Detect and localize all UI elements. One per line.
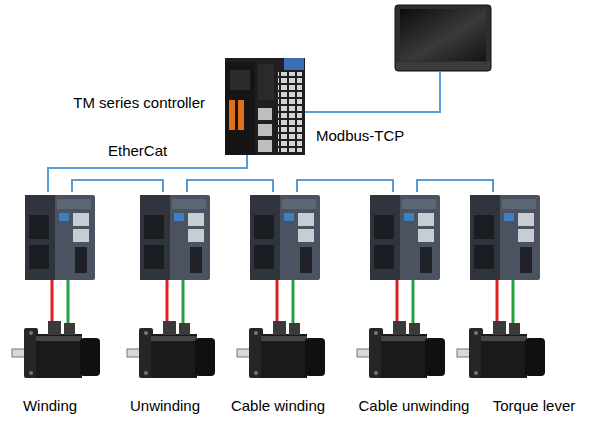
node-label: Winding: [0, 397, 100, 414]
servo-motor: [12, 321, 100, 378]
ethercat-link: [187, 180, 273, 192]
edge-label: EtherCat: [108, 142, 167, 159]
servo-axis: Unwinding: [115, 192, 215, 424]
plc-terminals: [278, 72, 302, 152]
protocol-label: Modbus-TCP: [316, 127, 404, 144]
controller-node: TM series controller: [225, 58, 305, 155]
hmi-frame: [395, 5, 491, 71]
servo-drive: [370, 195, 440, 280]
plc-switch: [238, 100, 244, 130]
hmi-screen: [400, 9, 486, 61]
node-label: Torque lever: [470, 397, 598, 414]
ethercat-link: [72, 180, 163, 192]
encoder-cable: [412, 280, 415, 323]
servo-axis: Winding: [0, 192, 100, 424]
encoder-cable: [67, 280, 70, 323]
plc-switch: [229, 100, 235, 130]
node-label: Cable unwinding: [358, 397, 470, 414]
servo-drive: [140, 195, 210, 280]
node-label: Cable winding: [228, 397, 328, 414]
hmi-bezel: [396, 62, 490, 70]
servo-drive: [250, 195, 320, 280]
plc-port: [258, 124, 272, 136]
power-cable: [496, 280, 499, 321]
ethercat-link: [48, 155, 247, 192]
servo-motor: [127, 321, 215, 378]
power-cable: [396, 280, 399, 321]
plc-panel: [230, 70, 250, 90]
node-label: TM series controller: [73, 94, 205, 111]
servo-motor: [237, 321, 325, 378]
servo-drives: [25, 195, 540, 280]
power-cable: [276, 280, 279, 321]
encoder-cable: [182, 280, 185, 323]
plc-port: [258, 140, 272, 152]
ethercat-link: [417, 180, 493, 192]
power-cable: [166, 280, 169, 321]
plc-cpu: [225, 62, 255, 155]
servo-drive: [470, 195, 540, 280]
ethercat-link: [297, 180, 393, 192]
node-label: Unwinding: [115, 397, 215, 414]
servo-drive: [25, 195, 95, 280]
motor-cables: [52, 280, 513, 323]
plc-connector: [284, 58, 304, 70]
plc-port: [258, 108, 272, 120]
power-cable: [51, 280, 54, 321]
plc-body: [225, 58, 305, 155]
hmi-panel: [395, 5, 491, 71]
servo-motors: [12, 321, 545, 378]
servo-motor: [457, 321, 545, 378]
encoder-cable: [292, 280, 295, 323]
servo-axis: Cable winding: [228, 192, 328, 424]
servo-axis: Torque lever: [470, 192, 598, 424]
plc-panel: [258, 64, 274, 100]
servo-axis: Cable unwinding: [358, 192, 470, 424]
servo-motor: [357, 321, 445, 378]
plc-controller: [225, 58, 305, 155]
modbus-wire: [305, 71, 440, 112]
encoder-cable: [512, 280, 515, 323]
